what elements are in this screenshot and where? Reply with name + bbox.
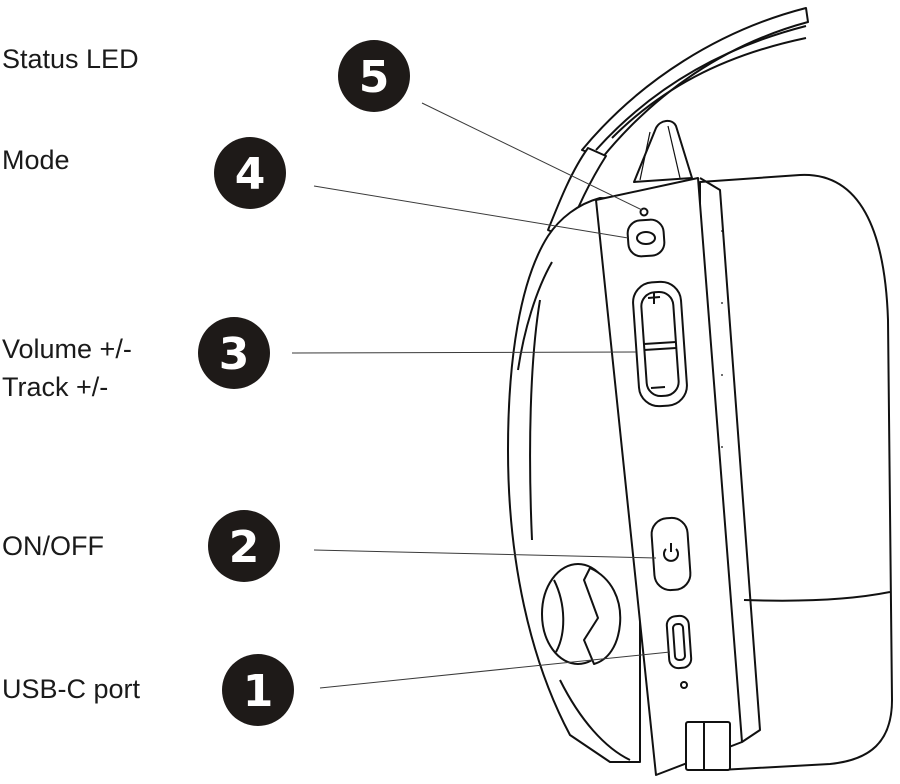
status-led — [639, 207, 649, 217]
callout-number-1: 1 — [243, 666, 274, 717]
callout-number-5: 5 — [359, 52, 390, 103]
leader-line-3 — [291, 351, 637, 354]
usb-c-port-label: USB-C port — [2, 674, 141, 704]
leader-line-1 — [319, 651, 671, 689]
leader-line-4 — [313, 185, 629, 239]
bottom-connector — [685, 721, 731, 771]
callout-number-4: 4 — [235, 149, 266, 200]
leader-line-5 — [421, 102, 643, 211]
ear-cushion — [699, 173, 893, 771]
leader-line-2 — [313, 549, 657, 559]
slider-arm — [633, 120, 693, 183]
callout-badge-4: 4 — [214, 137, 286, 209]
status-led-label: Status LED — [2, 44, 139, 74]
plus-minus-icon — [647, 292, 666, 389]
power-button — [650, 516, 692, 592]
volume-rocker — [632, 280, 688, 408]
callout-badge-1: 1 — [222, 654, 294, 726]
callout-number-3: 3 — [219, 329, 250, 380]
usb-c-port — [665, 614, 693, 670]
microphone-hole — [680, 681, 688, 689]
power-icon — [663, 543, 679, 562]
leader-lines — [291, 102, 671, 689]
track-label-line: Track +/- — [2, 372, 109, 402]
volume-track-label: Volume +/- Track +/- — [2, 330, 132, 406]
mode-button — [626, 218, 666, 258]
callout-badge-3: 3 — [198, 317, 270, 389]
hinge-knob — [541, 563, 622, 665]
callout-number-2: 2 — [229, 522, 260, 573]
callout-badge-5: 5 — [338, 40, 410, 112]
control-panel — [595, 177, 761, 776]
on-off-label: ON/OFF — [2, 531, 104, 561]
volume-label-line: Volume +/- — [2, 334, 132, 364]
mode-label: Mode — [2, 145, 70, 175]
callout-badge-2: 2 — [208, 510, 280, 582]
